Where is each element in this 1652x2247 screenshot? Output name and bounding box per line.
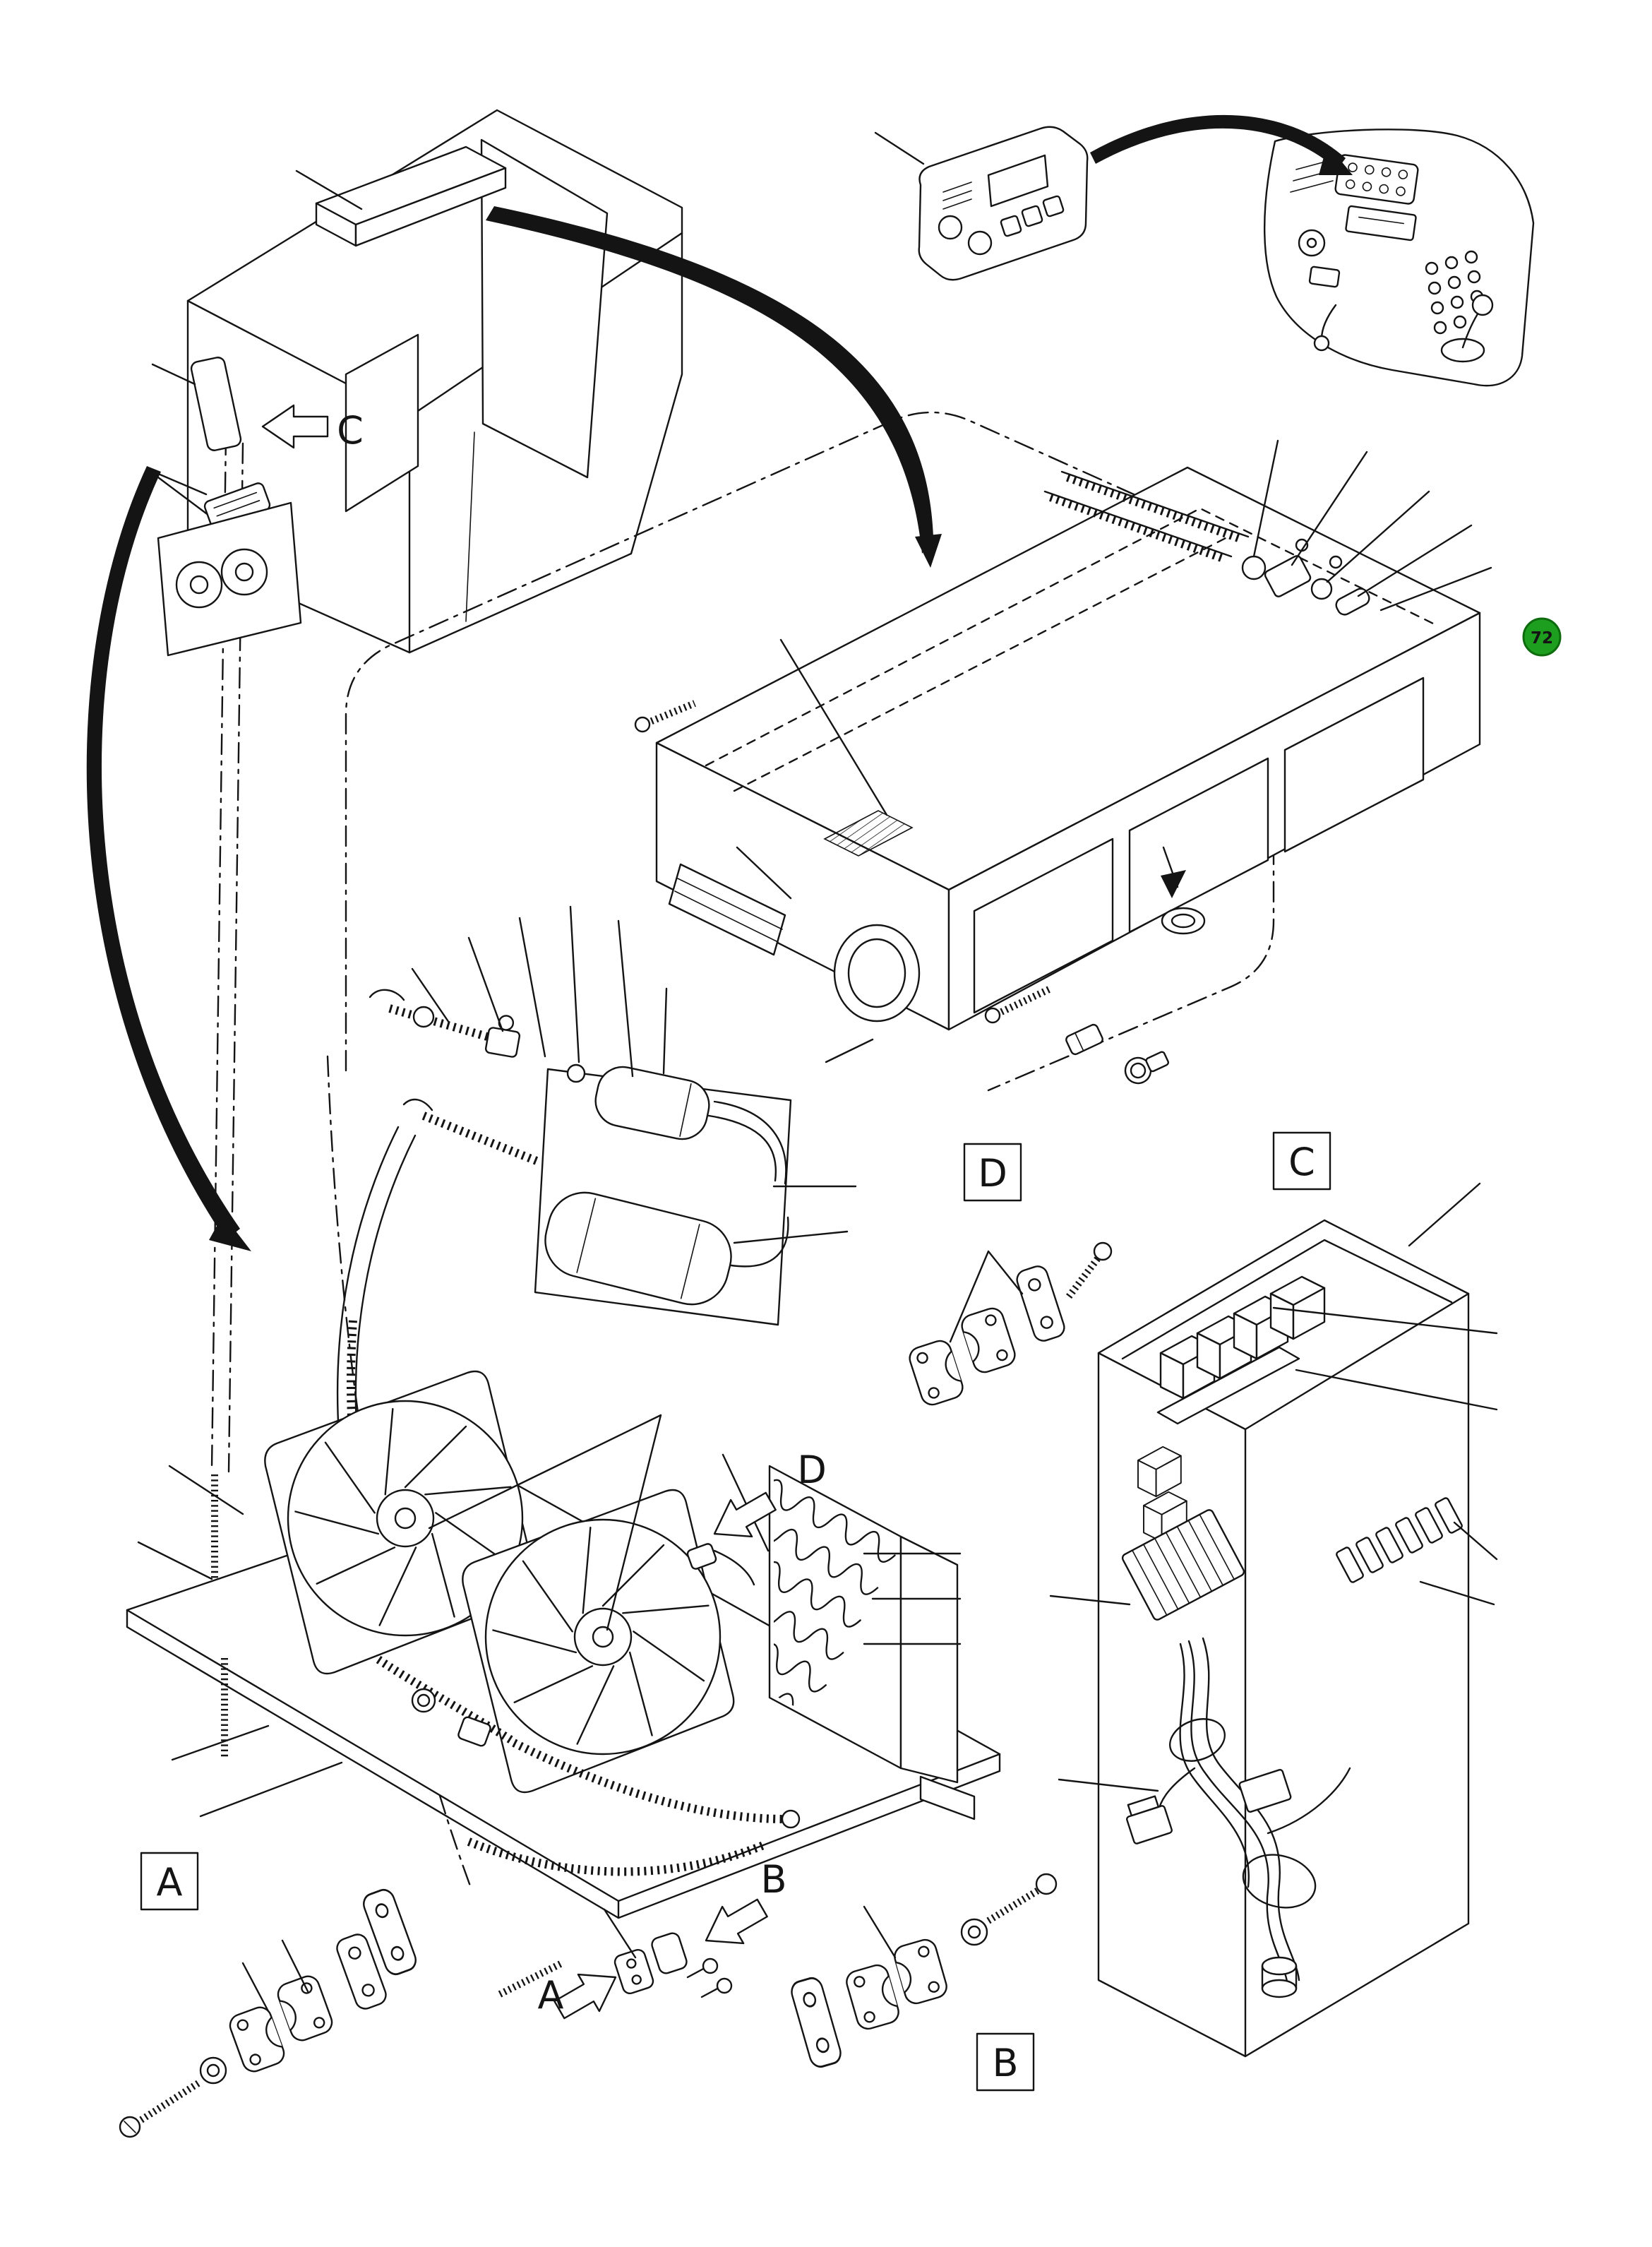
callout-labels: C D B A A B C D: [140, 408, 1331, 2092]
svg-text:C: C: [1288, 1140, 1315, 1184]
label-arrow-a: A: [538, 1973, 564, 2017]
roof-ac-unit: [295, 145, 507, 247]
end-drum: [833, 924, 921, 1023]
receiver-drier-assembly: [369, 905, 857, 1326]
callout-arrow-c: [261, 404, 329, 449]
badge-text: 72: [1531, 629, 1553, 648]
refrigerant-tubes: [1043, 470, 1250, 564]
label-box-d: D: [963, 1143, 1022, 1202]
evaporator-unit: [634, 439, 1492, 1085]
mounting-clamp-set-b: [788, 1873, 1058, 2070]
relays: [1156, 1275, 1326, 1425]
console-keypad: [1334, 154, 1419, 205]
label-arrow-c: C: [337, 408, 364, 453]
mounting-clamp-set-a: [119, 1885, 420, 2138]
flow-arrows: [86, 114, 1353, 1251]
cab-gauge-box: [157, 501, 302, 657]
svg-text:D: D: [978, 1151, 1007, 1196]
louver-panels: [973, 677, 1425, 1014]
cab-console: [1264, 129, 1535, 387]
label-arrow-d: D: [797, 1448, 827, 1492]
terminal-strip: [1121, 1509, 1245, 1621]
label-box-a: A: [140, 1852, 199, 1911]
label-box-c: C: [1272, 1131, 1331, 1191]
label-box-b: B: [976, 2032, 1035, 2092]
svg-text:A: A: [157, 1860, 183, 1905]
label-arrow-b: B: [760, 1857, 786, 1902]
condenser-assembly: [126, 1126, 1001, 1919]
ac-control-panel: [874, 126, 1089, 281]
hose-clamp-set-mid: [498, 1908, 733, 1998]
fuse-row: [1336, 1497, 1463, 1583]
page-number-badge: 72: [1522, 617, 1562, 657]
grommet: [1161, 907, 1206, 935]
mounting-clamp-set-d: [906, 1241, 1113, 1409]
cab-vent-panel: [145, 357, 271, 529]
electrical-control-box: [1049, 1182, 1498, 2058]
svg-text:B: B: [992, 2041, 1018, 2085]
vehicle-cab: [145, 109, 683, 657]
